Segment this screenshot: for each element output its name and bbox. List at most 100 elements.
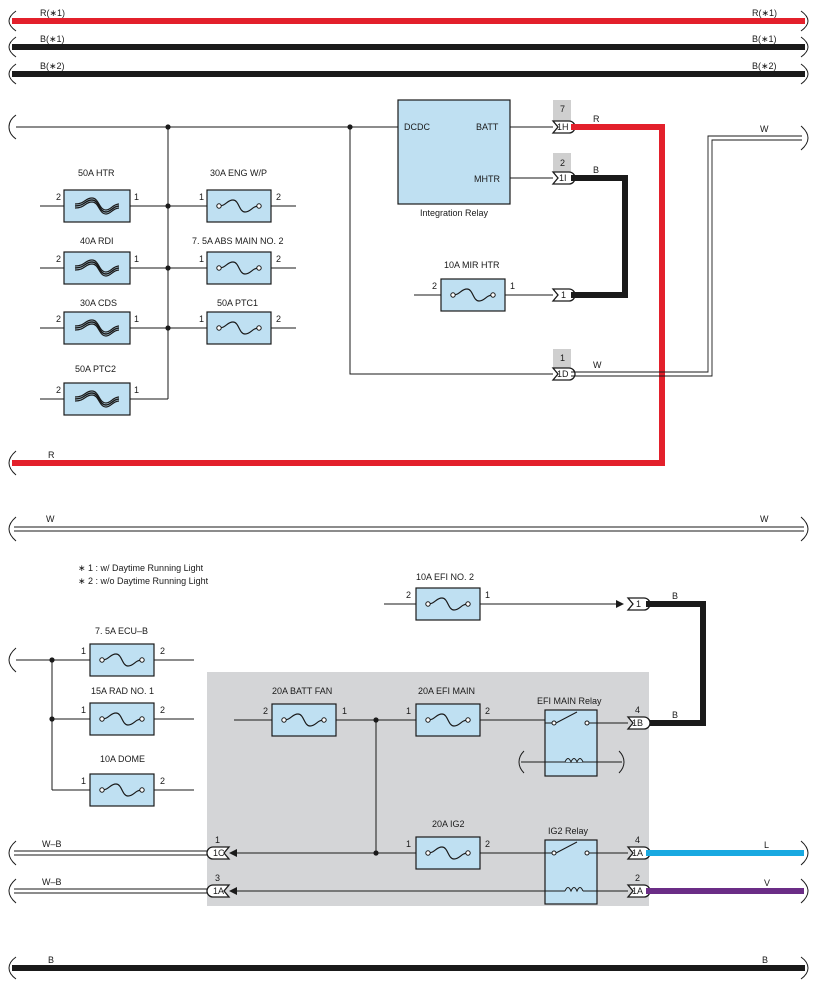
connector-1d: 1D 1 [552,353,576,381]
integration-relay: DCDC BATT MHTR Integration Relay [397,99,553,218]
fuse-label: 7. 5A ABS MAIN NO. 2 [192,236,284,246]
fuse-7-5a-ecu-b: 7. 5A ECU–B 1 2 [81,626,194,677]
wire-b-efi [646,601,706,726]
connector-1h: 1H 7 [552,104,576,134]
upper-section: 50A HTR 2 1 40A RDI 2 1 30A CDS 2 1 [8,99,809,476]
wire-label: R [593,114,600,124]
pin-label: 2 [276,192,281,202]
efi-main-relay: EFI MAIN Relay [518,696,628,777]
label-r1-left: R(∗1) [40,8,65,18]
pin-label: 2 [635,873,640,883]
pin-label: 1 [485,590,490,600]
connector-label: 1A [632,886,643,896]
pin-label: 2 [56,385,61,395]
wire-label: W [46,514,55,524]
bottom-b-bus: B B [8,955,809,980]
fuse-label: 20A EFI MAIN [418,686,475,696]
fuse-10a-mir-htr: 10A MIR HTR 2 1 [414,260,553,312]
fuse-label: 10A MIR HTR [444,260,500,270]
label-r1-right: R(∗1) [752,8,777,18]
connector-1a-bottom: 1A 2 [627,873,651,898]
fuse-30a-eng-wp: 30A ENG W/P 1 2 [168,168,296,223]
note-1: ∗ 1 : w/ Daytime Running Light [78,563,204,573]
label-b1-right: B(∗1) [752,34,777,44]
fuse-30a-cds: 30A CDS 2 1 [40,298,168,345]
wire-label: W [760,514,769,524]
pin-label: 2 [263,706,268,716]
pin-label: 7 [560,104,565,114]
lower-section: 10A EFI NO. 2 2 1 1 B B 7. 5A ECU–B 1 [8,572,809,906]
pin-label: 1 [134,385,139,395]
pin-label: 3 [215,873,220,883]
pin-label: 1 [81,646,86,656]
pin-label: 2 [485,706,490,716]
pin-label: 2 [56,314,61,324]
pin-label: 2 [56,254,61,264]
pin-label: 1 [215,835,220,845]
pin-label: 4 [635,705,640,715]
relay-pin-mhtr: MHTR [474,174,500,184]
pin-label: 1 [134,314,139,324]
fuse-10a-dome: 10A DOME 1 2 [52,754,194,807]
pin-label: 2 [276,314,281,324]
pin-label: 1 [406,706,411,716]
pin-label: 1 [560,353,565,363]
fuse-label: 50A PTC1 [217,298,258,308]
fuse-label: 50A HTR [78,168,115,178]
pin-label: 1 [199,254,204,264]
connector-1c: 1C 1 [206,835,230,860]
label-b2-left: B(∗2) [40,61,65,71]
fuse-label: 15A RAD NO. 1 [91,686,154,696]
pin-label: 2 [160,776,165,786]
connector-label: 1 [636,599,641,609]
wire-label: B [762,955,768,965]
wire-label: B [593,165,599,175]
connector-label: 1B [632,718,643,728]
pin-label: 1 [134,254,139,264]
fuse-label: 7. 5A ECU–B [95,626,148,636]
connector-1a-top: 1A 4 [627,835,651,860]
fuse-label: 10A DOME [100,754,145,764]
fuse-label: 50A PTC2 [75,364,116,374]
pin-label: 2 [485,839,490,849]
pin-label: 2 [160,705,165,715]
fuse-10a-efi-no2: 10A EFI NO. 2 2 1 [384,572,624,621]
connector-1b: 1B 4 [627,705,651,730]
wire-label: B [48,955,54,965]
fuse-50a-htr: 50A HTR 2 1 [40,168,168,223]
fuse-label: 40A RDI [80,236,114,246]
wire-label: B [672,710,678,720]
wire-label: W [760,124,769,134]
connector-1i: 1I 2 [552,158,576,185]
pin-label: 1 [510,281,515,291]
connector-label: 1D [557,369,569,379]
relay-label: EFI MAIN Relay [537,696,602,706]
relay-pin-dcdc: DCDC [404,122,430,132]
connector-label: 1H [557,122,569,132]
fuse-7-5a-abs-main-2: 7. 5A ABS MAIN NO. 2 1 2 [168,236,296,285]
pin-label: 2 [406,590,411,600]
fuse-40a-rdi: 40A RDI 2 1 [40,236,168,285]
connector-label: 1A [213,886,224,896]
wire-label: L [764,840,769,850]
connector-1a-left: 1A 3 [206,873,230,898]
fuse-50a-ptc1: 50A PTC1 1 2 [168,298,296,345]
pin-label: 1 [81,705,86,715]
pin-label: 1 [199,192,204,202]
pin-label: 1 [199,314,204,324]
pin-label: 2 [276,254,281,264]
wire-r-riser [12,124,665,466]
wire-b-loop [571,175,628,298]
connector-label: 1C [213,848,225,858]
pin-label: 1 [406,839,411,849]
connector-1-efi: 1 [627,597,651,611]
fuse-label: 20A IG2 [432,819,465,829]
connector-label: 1A [632,848,643,858]
note-2: ∗ 2 : w/o Daytime Running Light [78,576,209,586]
wire-label: V [764,878,770,888]
pin-label: 1 [134,192,139,202]
fuse-15a-rad-no1: 15A RAD NO. 1 1 2 [52,686,194,736]
fuse-label: 30A ENG W/P [210,168,267,178]
connector-label: 1 [561,290,566,300]
